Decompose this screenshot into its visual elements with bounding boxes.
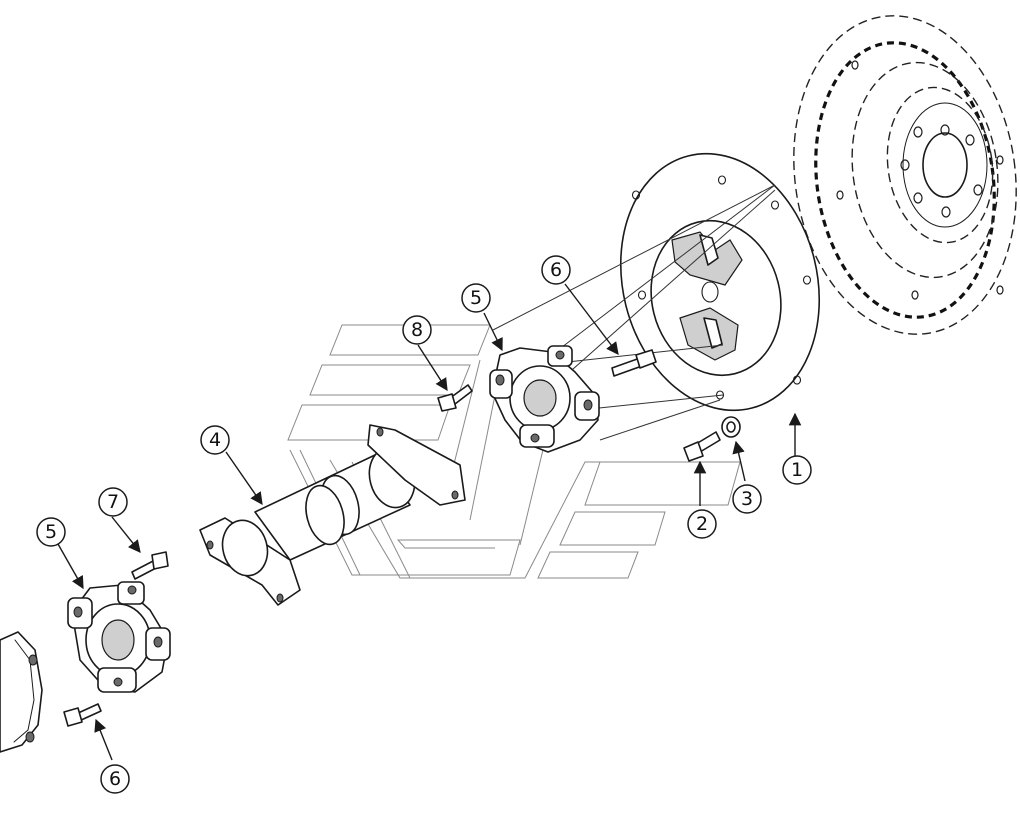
callout-6-upper: 6 [541, 255, 571, 285]
bolt-7 [131, 551, 169, 580]
callout-2-label: 2 [696, 513, 708, 535]
callout-1: 1 [782, 455, 812, 485]
bolt-8 [437, 384, 473, 412]
bolt-2 [683, 431, 721, 462]
callout-4: 4 [200, 425, 230, 455]
callout-5-lower-label: 5 [45, 521, 57, 543]
callout-1-label: 1 [791, 459, 803, 481]
callout-6-lower-label: 6 [109, 768, 121, 790]
callout-3: 3 [732, 484, 762, 514]
callout-6-upper-label: 6 [550, 259, 562, 281]
callout-3-label: 3 [741, 488, 753, 510]
drive-shaft [199, 424, 466, 606]
coupling-upper [489, 345, 600, 453]
callout-7: 7 [98, 487, 128, 517]
callout-5-lower: 5 [36, 517, 66, 547]
callout-8: 8 [402, 315, 432, 345]
callout-8-label: 8 [411, 319, 423, 341]
washer-3 [721, 416, 741, 438]
guide-lines [492, 184, 776, 441]
callout-6-lower: 6 [100, 764, 130, 794]
leader-lines [57, 283, 802, 761]
callout-4-label: 4 [209, 429, 221, 451]
drive-plate [619, 152, 821, 412]
callout-5-upper: 5 [461, 283, 491, 313]
callout-2: 2 [687, 509, 717, 539]
callout-5-upper-label: 5 [470, 287, 482, 309]
flywheel [793, 15, 1017, 335]
callout-7-label: 7 [107, 491, 119, 513]
bolt-upper [611, 349, 657, 377]
housing-fragment [0, 631, 43, 753]
coupling-lower [67, 581, 171, 693]
bolt-lower [63, 703, 102, 727]
